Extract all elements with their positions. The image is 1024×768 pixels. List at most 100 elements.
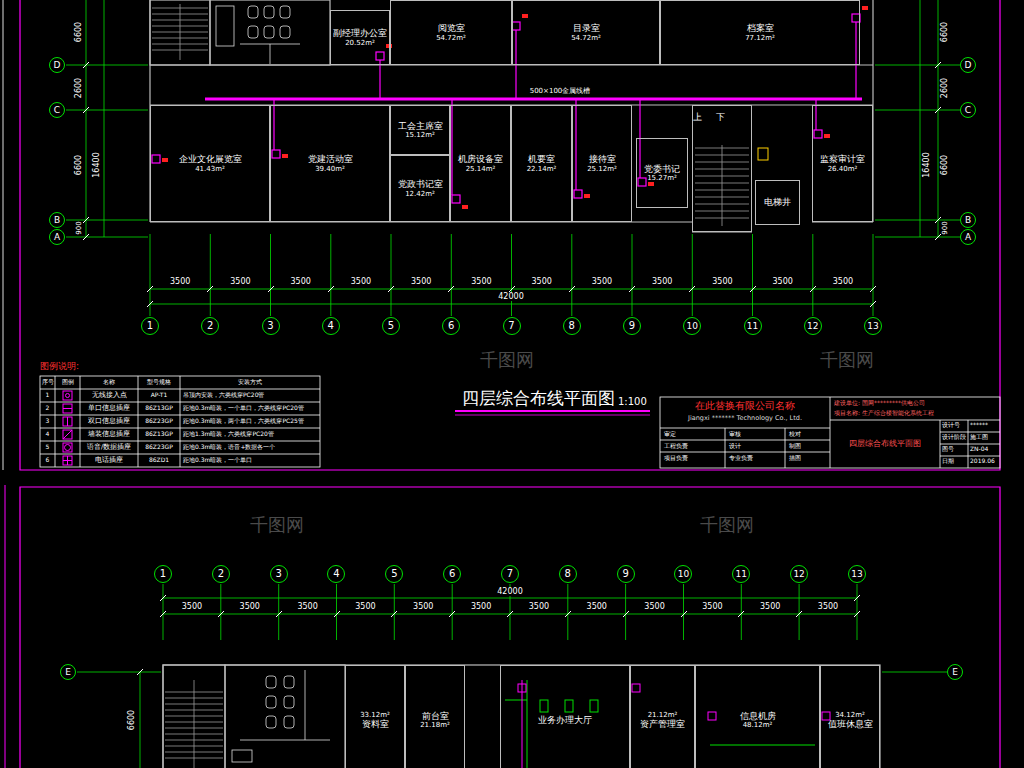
axis-bubble: 12 [790,565,808,583]
room-area: 25.14m² [466,165,496,173]
axis-bubble: 4 [327,565,345,583]
room-name: 副经理办公室 [333,28,387,38]
drawing-label: 在此替换有限公司名称 [695,400,795,412]
room-area: 25.12m² [587,165,617,173]
axis-bubble: 1 [154,565,172,583]
room-box: 电梯井 [755,180,800,225]
drawing-label: 6 [46,457,50,464]
drawing-label: 3500 [290,277,310,286]
axis-bubble: D [960,57,976,73]
axis-label: 7 [508,320,514,332]
drawing-label: 3500 [702,602,722,611]
axis-label: D [965,60,972,70]
room-box: 阅览室54.72m² [390,0,512,65]
drawing-label: 3500 [351,277,371,286]
drawing-label: 3500 [230,277,250,286]
room-name: 监察审计室 [820,154,865,164]
room-area: 21.12m² [648,711,678,719]
axis-bubble: C [49,102,65,118]
axis-bubble: D [49,57,65,73]
axis-bubble: 12 [804,317,822,335]
drawing-label: 描图 [789,455,801,462]
room-name: 机房设备室 [458,154,503,164]
drawing-label: 建设单位: 国网*********供电公司 [834,400,925,407]
room-area: 33.12m² [360,711,390,719]
room-area: 21.18m² [420,721,450,729]
drawing-label: 500×100金属线槽 [530,87,591,95]
drawing-label: ZN-04 [970,446,988,453]
drawing-label: 千图网 [700,515,754,536]
drawing-label: 3500 [818,602,838,611]
room-area: 39.40m² [315,165,345,173]
drawing-title: 四层综合布线平面图 [462,389,615,409]
drawing-label: 安装方式 [238,379,262,386]
drawing-label: 3500 [760,602,780,611]
room-area: 26.40m² [828,165,858,173]
drawing-label: 42000 [495,587,524,596]
axis-bubble: 11 [744,317,762,335]
drawing-label: 施工图 [970,434,988,441]
axis-label: E [65,667,71,677]
legend-name: 无线接入点 [92,392,127,399]
room-box: 21.12m²资产管理室 [630,665,695,768]
axis-bubble: 4 [322,317,340,335]
drawing-label: 距地0.3m暗装，一个单口，六类线穿PC20管 [183,405,304,412]
room-box: 监察审计室26.40m² [812,105,873,222]
axis-bubble: 3 [270,565,288,583]
drawing-label: 2600 [74,78,83,98]
axis-label: E [952,667,958,677]
drawing-label: 3500 [240,602,260,611]
room-area: 22.14m² [527,165,557,173]
axis-label: 9 [629,320,635,332]
drawing-label: 3500 [772,277,792,286]
drawing-label: 3500 [297,602,317,611]
axis-bubble: 10 [683,317,701,335]
room-area: 54.72m² [571,34,601,42]
axis-label: 13 [851,569,862,579]
axis-bubble: C [960,102,976,118]
drawing-label: 距地0.3m暗装，一个单口 [183,457,252,464]
axis-label: A [965,232,971,242]
axis-bubble: 7 [501,565,519,583]
drawing-label: 图号 [942,446,954,453]
axis-label: 5 [391,568,397,580]
axis-bubble: 1 [141,317,159,335]
room-name: 业务办理大厅 [538,715,592,725]
axis-bubble: E [947,664,963,680]
axis-bubble: E [60,664,76,680]
room-area: 41.43m² [195,165,225,173]
room-name: 阅览室 [438,23,465,33]
drawing-label: 2019.06 [970,458,995,465]
drawing-label: 6600 [74,155,83,175]
drawing-label: 6600 [940,155,949,175]
axis-label: 2 [207,320,213,332]
drawing-label: 3500 [355,602,375,611]
drawing-label: 6600 [940,22,949,42]
axis-label: 13 [867,321,878,331]
drawing-label: 3500 [170,277,190,286]
room-name: 企业文化展览室 [179,154,242,164]
axis-label: 1 [147,320,153,332]
drawing-label: 专业负责 [729,455,753,462]
axis-label: 6 [449,568,455,580]
axis-label: 12 [793,569,804,579]
drawing-label: 项目名称: 生产综合楼智能化系统工程 [834,410,934,417]
axis-bubble: B [49,212,65,228]
axis-bubble: 5 [382,317,400,335]
axis-label: 7 [507,568,513,580]
axis-bubble: A [960,229,976,245]
drawing-label: AP-T1 [151,392,168,399]
drawing-label: 图例 [62,379,74,386]
axis-bubble: 7 [503,317,521,335]
room-name: 工会主席室 [398,121,443,131]
axis-label: D [54,60,61,70]
room-box: 副经理办公室20.52m² [330,10,390,65]
axis-label: 12 [807,321,818,331]
drawing-label: 6600 [74,22,83,42]
drawing-label: 3500 [471,602,491,611]
axis-bubble: 8 [563,317,581,335]
room-area: 20.52m² [345,39,375,47]
drawing-label: 1:100 [618,396,647,408]
axis-bubble: 9 [617,565,635,583]
